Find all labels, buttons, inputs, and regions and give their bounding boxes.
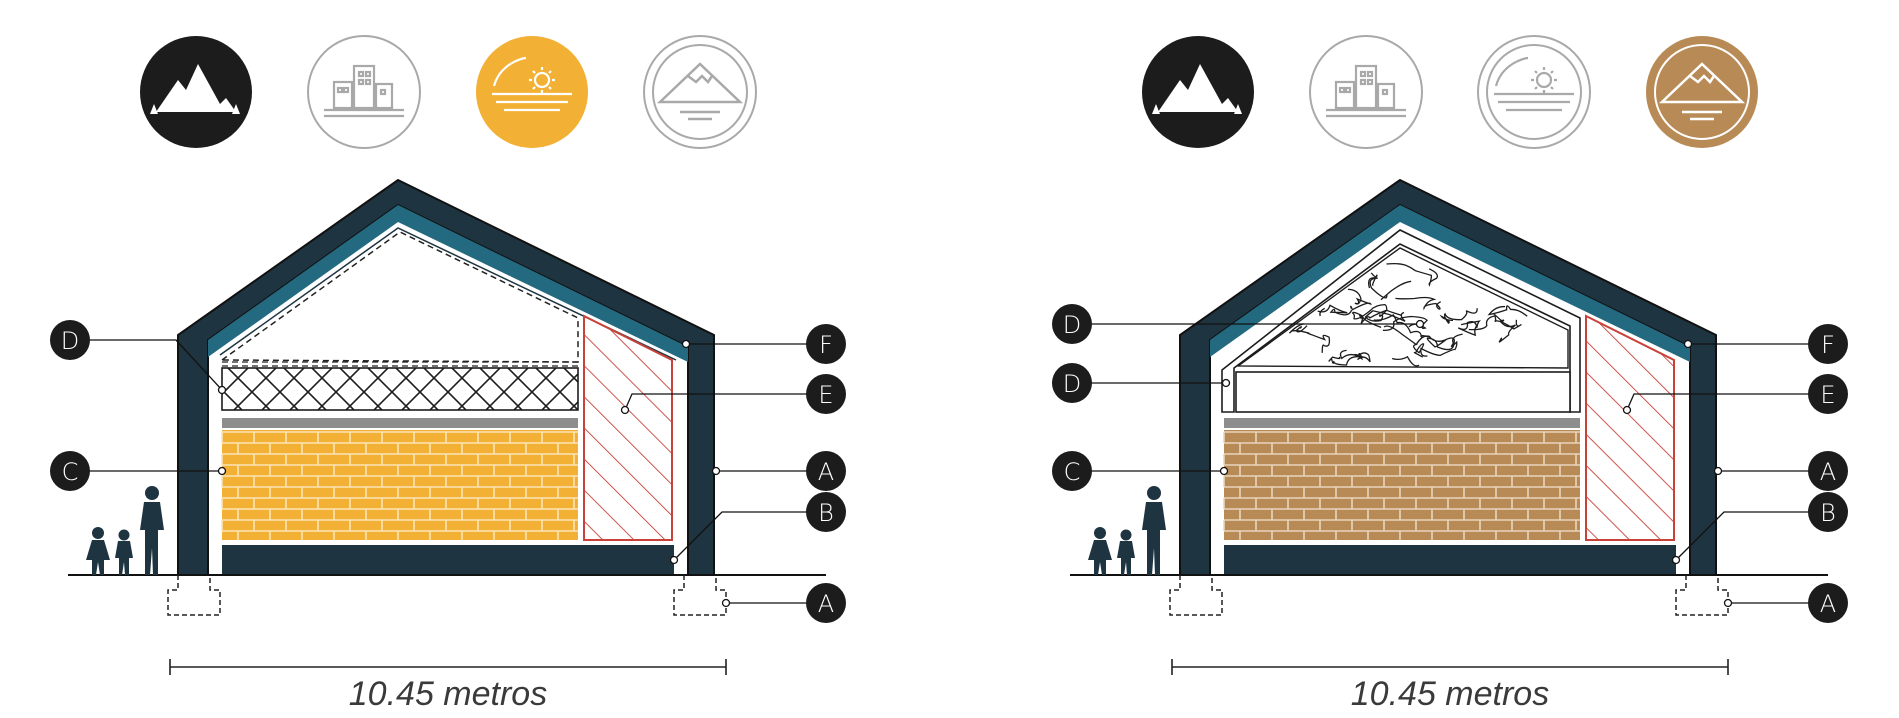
svg-text:D: D	[1063, 370, 1081, 398]
brick-courses	[221, 431, 578, 540]
svg-text:A: A	[1820, 458, 1836, 486]
svg-text:D: D	[61, 327, 79, 355]
roof-insulation-band	[208, 205, 688, 362]
mountains-icon	[1142, 36, 1254, 148]
callout-marker-a-footing: A	[1808, 583, 1848, 623]
callout-dots-left	[217, 339, 731, 608]
floor-slab	[1224, 545, 1676, 575]
ceiling-slab	[222, 418, 578, 428]
people-silhouette	[86, 486, 164, 575]
floor-slab	[222, 545, 674, 575]
footing-left	[1169, 575, 1223, 616]
ceiling-slab	[1224, 418, 1580, 428]
svg-text:C: C	[62, 458, 79, 486]
house-section-left	[68, 178, 826, 616]
svg-text:A: A	[818, 458, 834, 486]
svg-text:E: E	[1820, 381, 1835, 409]
mountain-landscape-icon	[643, 35, 757, 149]
red-hatch-panel	[583, 314, 673, 541]
masonry-wall	[1224, 430, 1580, 540]
svg-text:E: E	[818, 381, 833, 409]
panel-left: D C F E A B A 10	[50, 35, 846, 713]
footing-right	[1675, 575, 1729, 616]
svg-text:A: A	[1820, 590, 1836, 618]
svg-text:D: D	[1063, 311, 1081, 339]
callout-marker-f: F	[1808, 324, 1848, 364]
footing-right	[673, 575, 727, 616]
dimension-line-right	[1171, 659, 1729, 675]
callout-leaders-left	[70, 339, 828, 604]
city-buildings-icon	[1309, 35, 1423, 149]
brick-courses	[1223, 431, 1580, 540]
callout-marker-a-footing: A	[806, 583, 846, 623]
callout-marker-f: F	[806, 324, 846, 364]
sun-sea-icon	[476, 36, 588, 148]
svg-text:B: B	[818, 499, 834, 527]
callout-marker-b: B	[1808, 492, 1848, 532]
red-hatch-panel	[1585, 314, 1675, 541]
svg-text:F: F	[1821, 331, 1835, 359]
ceiling-beam	[1235, 371, 1571, 413]
callout-marker-d: D	[50, 320, 90, 360]
people-silhouette	[1088, 486, 1166, 575]
callout-marker-d-ceiling: D	[1052, 363, 1092, 403]
callout-marker-e: E	[1808, 374, 1848, 414]
callout-marker-b: B	[806, 492, 846, 532]
mountains-icon	[140, 36, 252, 148]
svg-text:A: A	[818, 590, 834, 618]
callout-dots-right	[1219, 319, 1733, 608]
callout-marker-a: A	[1808, 451, 1848, 491]
icon-row-left	[140, 35, 757, 149]
crosshatch-insulation	[221, 367, 579, 411]
sun-sea-icon	[1477, 35, 1591, 149]
dimension-label-right: 10.45 metros	[1351, 675, 1549, 713]
callout-marker-a: A	[806, 451, 846, 491]
mountain-landscape-icon	[1646, 36, 1758, 148]
footing-left	[167, 575, 221, 616]
svg-text:B: B	[1820, 499, 1836, 527]
svg-text:C: C	[1064, 458, 1081, 486]
roof-insulation-band	[1210, 205, 1690, 362]
city-buildings-icon	[307, 35, 421, 149]
svg-text:F: F	[819, 331, 833, 359]
callout-marker-c: C	[50, 451, 90, 491]
roof-truss	[1221, 229, 1581, 413]
panel-right: D D C F E A B A	[1052, 35, 1848, 713]
callout-marker-e: E	[806, 374, 846, 414]
house-section-right	[1070, 178, 1828, 616]
icon-row-right	[1142, 35, 1758, 149]
dimension-label-left: 10.45 metros	[349, 675, 547, 713]
callout-marker-d: D	[1052, 304, 1092, 344]
masonry-wall	[222, 430, 578, 540]
dimension-line-left	[169, 659, 727, 675]
callout-marker-c: C	[1052, 451, 1092, 491]
